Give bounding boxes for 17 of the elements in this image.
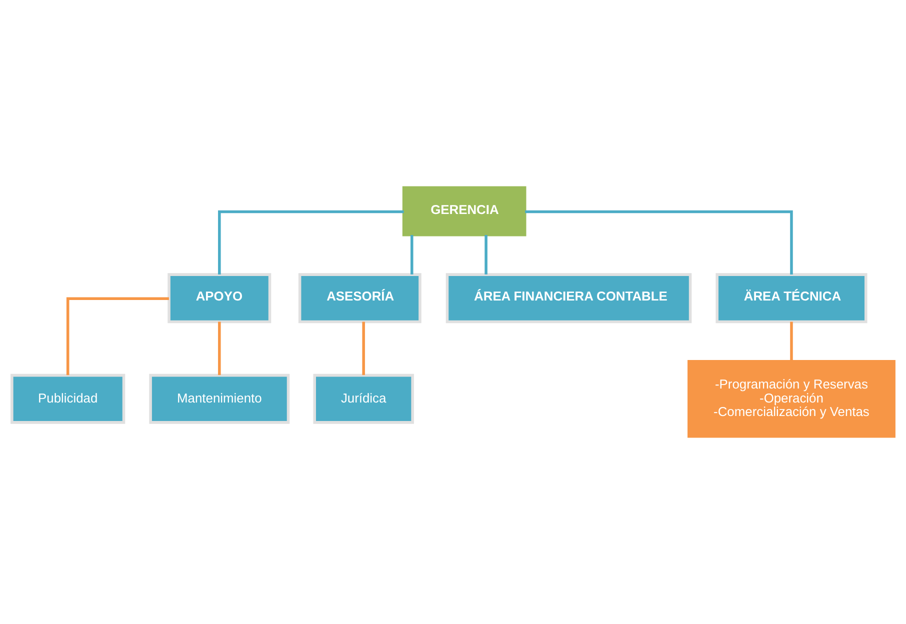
connector xyxy=(790,322,793,362)
node-box: -Programación y Reservas -Operación -Comercialización y Ventas xyxy=(688,360,896,438)
connector xyxy=(525,210,793,275)
connector xyxy=(410,235,414,274)
connector xyxy=(484,235,488,274)
node-box: GERENCIA xyxy=(402,186,526,236)
node-box: ASESORÍA xyxy=(298,273,422,324)
node-box: ÄREA TÉCNICA xyxy=(716,273,868,324)
node-box: APOYO xyxy=(168,273,272,324)
connector xyxy=(66,297,169,376)
node-box: Mantenimiento xyxy=(149,374,290,424)
connector xyxy=(362,322,365,376)
node-box: Jurídica xyxy=(313,374,414,424)
node-box: Publicidad xyxy=(10,374,126,424)
connector xyxy=(218,322,221,376)
node-box: ÁREA FINANCIERA CONTABLE xyxy=(446,273,692,324)
connector xyxy=(218,210,404,275)
